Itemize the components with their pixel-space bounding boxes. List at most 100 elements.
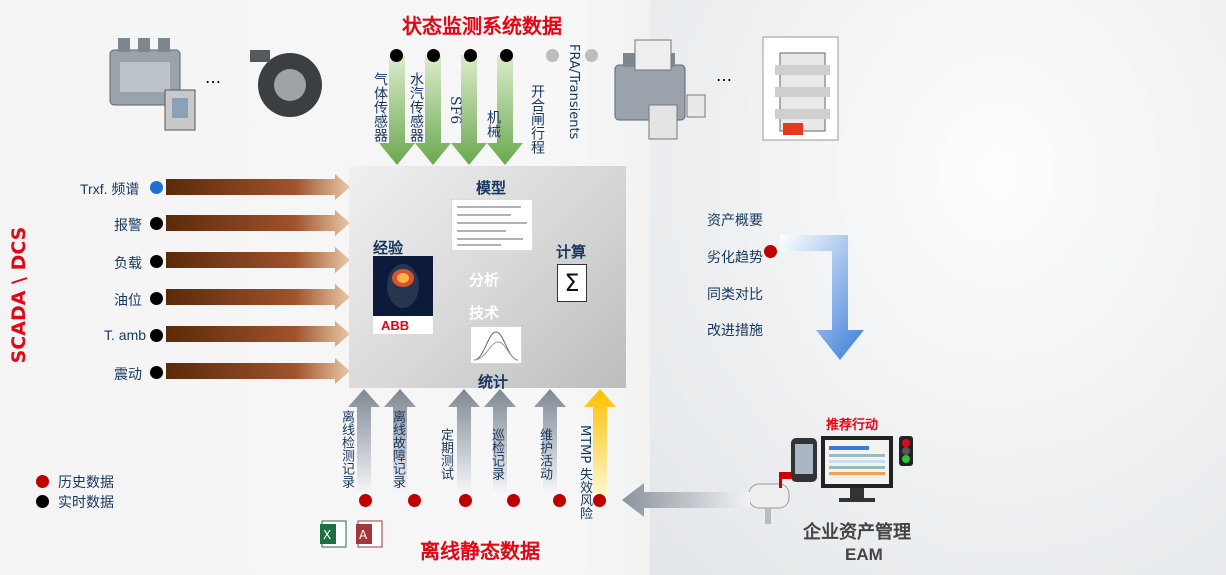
legend-history-label: 历史数据 (58, 474, 114, 490)
mailbox-icon (748, 472, 791, 524)
scada-label-wrap: SCADA \ DCS (8, 215, 48, 375)
circuit-breaker-image (109, 38, 181, 106)
formula-image (451, 199, 533, 251)
top-arrow-2 (415, 55, 451, 165)
bottom-input-label-3: 定期测试 (438, 428, 453, 480)
legend-realtime-dot (36, 495, 49, 508)
ellipsis-left: … (205, 68, 221, 87)
top-input-label-6: FRA/Transients (566, 44, 581, 140)
top-input-dot-3 (464, 49, 477, 62)
scada-label: SCADA \ DCS (8, 226, 30, 364)
monitor-icon (821, 436, 893, 502)
svg-text:A: A (359, 528, 368, 542)
experience-label: 经验 (373, 239, 404, 257)
left-arrow-6 (166, 358, 350, 384)
left-input-dot-3 (150, 255, 163, 268)
bottom-arrow-3 (448, 389, 480, 495)
top-arrow-1 (379, 55, 415, 165)
left-arrow-4 (166, 284, 350, 310)
left-arrows (166, 174, 350, 384)
recommended-action-label: 推荐行动 (826, 418, 879, 433)
sensor-box-image (634, 39, 706, 140)
left-input-dot-2 (150, 217, 163, 230)
eam-feedback-arrow (622, 483, 750, 517)
bottom-arrow-6 (584, 389, 616, 495)
bottom-input-label-1: 离线检测记录 (339, 410, 354, 488)
bottom-input-label-2: 离线故障记录 (390, 410, 405, 488)
eam-name: 企业资产管理 (803, 522, 911, 543)
left-arrow-5 (166, 321, 350, 347)
top-arrows (379, 55, 523, 165)
left-input-dot-1 (150, 181, 163, 194)
top-input-dot-4 (500, 49, 513, 62)
bottom-input-dot-5 (553, 494, 566, 507)
bottom-input-label-4: 巡检记录 (489, 428, 504, 480)
output-item-4: 改进措施 (707, 323, 763, 339)
left-arrow-2 (166, 210, 350, 236)
bottom-arrow-5 (534, 389, 566, 495)
brain-abb-image (373, 256, 433, 334)
legend-history-dot (36, 475, 49, 488)
top-input-label-3: SF6 (447, 96, 463, 125)
top-input-label-4: 机械 (485, 110, 501, 138)
bottom-input-dot-4 (507, 494, 520, 507)
bottom-arrow-2 (384, 389, 416, 495)
top-input-label-5: 开合闸行程 (529, 84, 545, 154)
calc-label: 计算 (556, 243, 587, 261)
bottom-input-dot-3 (459, 494, 472, 507)
monitoring-unit-image (762, 36, 839, 141)
top-input-dot-2 (427, 49, 440, 62)
ellipsis-right: … (716, 66, 732, 85)
motor-image (250, 50, 322, 117)
bottom-arrow-4 (484, 389, 516, 495)
legend-realtime-label: 实时数据 (58, 494, 114, 510)
top-input-label-1: 气体传感器 (372, 72, 388, 142)
bottom-input-dot-1 (359, 494, 372, 507)
traffic-light-icon (899, 436, 913, 466)
equipment-images-left (109, 38, 322, 131)
eam-abbr: EAM (845, 545, 883, 564)
output-item-1: 资产概要 (707, 213, 763, 229)
left-input-dot-6 (150, 366, 163, 379)
output-item-2: 劣化趋势 (707, 250, 763, 266)
bottom-arrow-1 (348, 389, 380, 495)
left-input-label-6: 震动 (114, 366, 142, 382)
svg-text:X: X (323, 528, 331, 542)
left-input-dot-5 (150, 329, 163, 342)
output-item-2-dot (764, 245, 777, 258)
left-input-label-2: 报警 (114, 217, 142, 233)
left-input-label-4: 油位 (114, 292, 142, 308)
top-title: 状态监测系统数据 (402, 14, 562, 38)
left-input-label-1: Trxf. 频谱 (80, 181, 140, 197)
analysis-label: 分析 (469, 271, 500, 289)
bottom-input-dot-2 (408, 494, 421, 507)
phone-icon (791, 438, 817, 482)
stats-label: 统计 (478, 373, 509, 391)
office-icons: X A (320, 520, 383, 548)
bottom-input-dot-6 (593, 494, 606, 507)
left-input-label-3: 负载 (114, 255, 142, 271)
bottom-title: 离线静态数据 (420, 539, 540, 563)
abb-logo: ABB (381, 318, 410, 333)
top-input-dot-5 (546, 49, 559, 62)
top-input-dot-6 (585, 49, 598, 62)
top-input-label-2: 水汽传感器 (408, 72, 424, 142)
technique-label: 技术 (469, 304, 500, 322)
top-input-dot-1 (390, 49, 403, 62)
stats-chart-image (470, 326, 522, 364)
left-input-label-5: T. amb (104, 327, 147, 343)
left-input-dot-4 (150, 292, 163, 305)
equipment-images-right (614, 36, 839, 141)
bottom-input-label-5: 维护活动 (537, 428, 552, 480)
access-icon: A (356, 520, 383, 548)
left-arrow-3 (166, 247, 350, 273)
left-arrow-1 (166, 174, 350, 200)
model-label: 模型 (476, 179, 507, 197)
sigma-icon: Σ (557, 264, 587, 302)
excel-icon: X (320, 520, 347, 548)
output-item-3: 同类对比 (707, 287, 763, 303)
bottom-input-label-6: MTMP 失效风险 (577, 425, 592, 520)
output-arrow (780, 235, 864, 360)
eam-illustration (748, 436, 913, 524)
top-arrow-4 (487, 55, 523, 165)
